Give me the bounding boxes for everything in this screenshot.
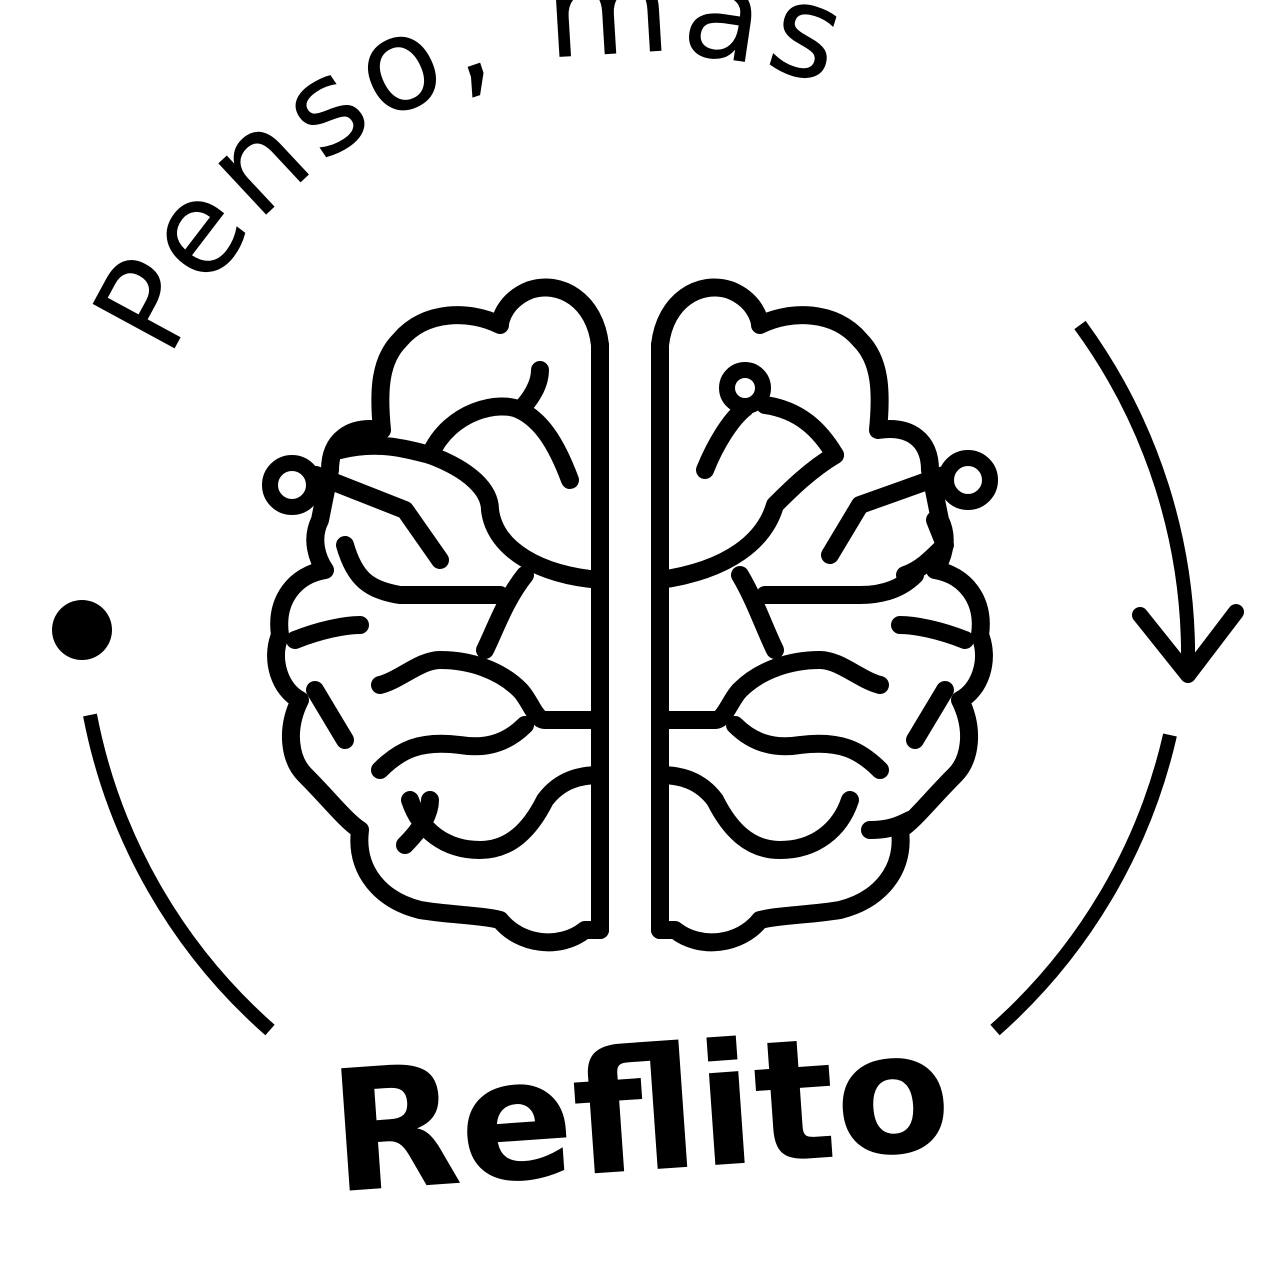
ring-right-arc [990,733,1177,1036]
arrow-down-icon [1074,320,1244,683]
dot-icon [52,600,112,660]
ring-left-arc [83,713,275,1036]
brain-icon [262,278,998,952]
bottom-slogan: Reflito [323,993,956,1232]
